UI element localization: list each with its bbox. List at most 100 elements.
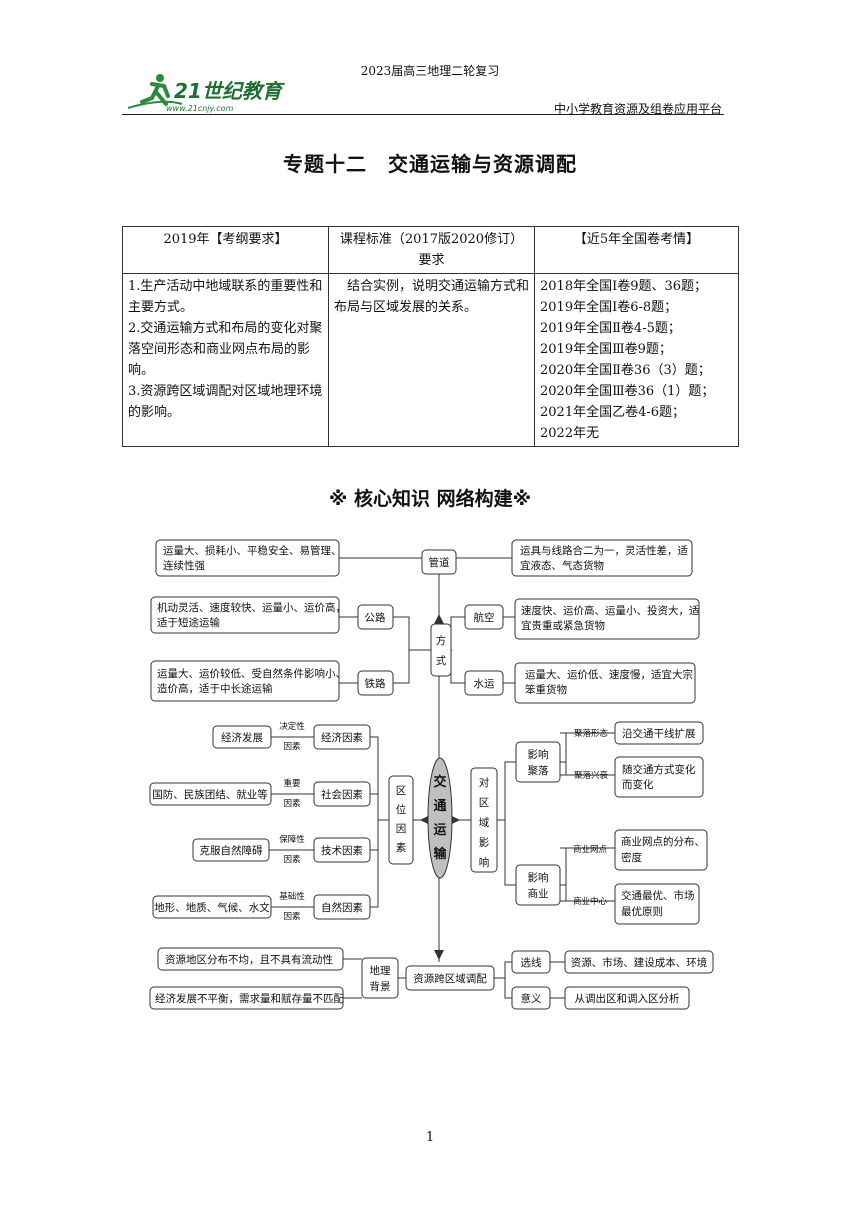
water-desc-line2: 笨重货物 <box>525 683 567 696</box>
route-desc-box <box>564 950 714 974</box>
background-2-box <box>149 986 344 1010</box>
header-title: 2023届高三地理二轮复习 <box>360 64 500 78</box>
logo-text: 21世纪教育 <box>174 79 285 103</box>
center-node <box>427 757 453 879</box>
commerce-network-box <box>614 829 708 871</box>
tech-relation: 保障性 <box>279 834 305 845</box>
commerce-network-desc: 商业网点的分布、 <box>621 835 705 848</box>
list-item: 2019年全国Ⅲ卷9题； <box>540 342 672 357</box>
location-char: 区 <box>396 785 407 797</box>
settlement-rise-label: 聚落兴衰 <box>574 770 609 781</box>
settlement-label: 聚落 <box>528 765 549 777</box>
list-item: 2018年全国Ⅰ卷9题、36题； <box>540 279 708 294</box>
rail-desc-line1: 运量大、运价较低、受自然条件影响小、 <box>157 667 346 680</box>
road-label: 公路 <box>365 611 386 624</box>
section-title: ※ 核心知识 网络构建※ <box>328 488 532 510</box>
road-desc-line1: 机动灵活、速度较快、运量小、运价高， <box>157 601 346 614</box>
econ-relation: 决定性 <box>279 721 305 732</box>
list-item: 结合实例，说明交通运输方式和布局与区域发展的关系。 <box>334 279 530 315</box>
list-item: 2020年全国Ⅱ卷36（3）题； <box>540 363 711 378</box>
commerce-center-desc: 最优原则 <box>621 905 663 918</box>
list-item: 3.资源跨区域调配对区域地理环境的影响。 <box>128 384 323 420</box>
econ-source-box <box>212 725 272 749</box>
econ-relation: 因素 <box>283 741 301 752</box>
meaning-label: 意义 <box>521 992 542 1005</box>
nat-factor-node <box>313 894 371 920</box>
commerce-node <box>515 864 561 906</box>
rail-label: 铁路 <box>365 677 386 690</box>
pipe-advantage-line2: 连续性强 <box>163 559 205 572</box>
pipe-feature-line2: 宜液态、气态货物 <box>520 559 604 572</box>
air-desc-line1: 速度快、运价高、运量小、投资大，适 <box>521 604 700 617</box>
tech-factor-node <box>313 837 371 863</box>
runner-icon <box>127 74 183 109</box>
rail-node <box>357 670 394 696</box>
pipe-advantage-line1: 运量大、损耗小、平稳安全、易管理、 <box>163 544 342 557</box>
header-platform: 中小学教育资源及组卷应用平台 <box>553 102 722 116</box>
settlement-form-label: 聚落形态 <box>574 728 609 739</box>
econ-factor-node <box>313 724 371 750</box>
location-node <box>388 775 414 865</box>
mode-node <box>430 623 452 677</box>
impact-node <box>470 767 498 873</box>
settlement-form-desc: 沿交通干线扩展 <box>622 727 696 740</box>
commerce-center-desc: 交通最优、市场 <box>621 889 695 902</box>
meaning-desc: 从调出区和调入区分析 <box>575 992 680 1005</box>
air-label: 航空 <box>474 611 495 624</box>
logo-url: www.21cnjy.com <box>166 104 233 113</box>
page-title: 专题十二 交通运输与资源调配 <box>283 152 577 176</box>
logo: 21世纪教育 www.21cnjy.com <box>127 74 285 113</box>
air-node <box>464 604 504 630</box>
water-node <box>464 670 504 696</box>
location-char: 素 <box>396 841 407 854</box>
allocation-node <box>405 965 495 991</box>
list-item: 1.生产活动中地域联系的重要性和主要方式。 <box>128 279 323 315</box>
page-number: 1 <box>425 1130 435 1145</box>
meaning-node <box>511 986 551 1010</box>
mode-char: 方 <box>436 634 447 647</box>
settlement-form-box <box>614 721 704 745</box>
pipe-node <box>421 549 457 575</box>
pipe-feature-box <box>511 539 693 577</box>
meaning-desc-box <box>564 986 690 1010</box>
location-char: 位 <box>396 803 407 816</box>
background-label: 地理 <box>370 964 391 977</box>
soc-relation: 重要 <box>283 778 301 789</box>
pipe-label: 管道 <box>429 556 450 569</box>
soc-factor-node <box>313 781 371 807</box>
settlement-rise-box <box>614 756 704 798</box>
nat-relation: 因素 <box>283 911 301 922</box>
tech-source-box <box>192 838 270 862</box>
route-node <box>511 950 551 974</box>
background-node <box>361 957 399 999</box>
impact-char: 域 <box>479 816 490 829</box>
pipe-advantage-box <box>155 539 340 577</box>
commerce-center-box <box>614 883 700 925</box>
tech-relation: 因素 <box>283 854 301 865</box>
list-item: 2021年全国乙卷4-6题； <box>540 405 686 420</box>
commerce-network-label: 商业网点 <box>573 844 608 855</box>
center-char: 输 <box>433 846 447 862</box>
rail-desc-line2: 造价高，适于中长途运输 <box>157 682 273 695</box>
location-char: 因 <box>396 823 407 835</box>
list-item: 2020年全国Ⅲ卷36（1）题； <box>540 384 715 399</box>
mindmap-arrows <box>420 614 460 960</box>
water-desc-box <box>514 662 696 704</box>
background-1: 资源地区分布不均，且不具有流动性 <box>165 953 333 966</box>
center-char: 交 <box>433 774 446 790</box>
nat-source-box <box>152 895 272 919</box>
soc-source: 国防、民族团结、就业等 <box>152 788 268 801</box>
road-desc-line2: 适于短途运输 <box>157 616 220 629</box>
tech-factor: 技术因素 <box>321 844 363 857</box>
center-char: 通 <box>433 798 446 814</box>
table-cell-exams: 2018年全国Ⅰ卷9题、36题； 2019年全国Ⅰ卷6-8题； 2019年全国Ⅱ… <box>534 273 739 447</box>
table-header-cell: 课程标准（2017版2020修订）要求 <box>328 226 535 274</box>
nat-source: 地形、地质、气候、水文 <box>154 901 270 914</box>
soc-relation: 因素 <box>283 798 301 809</box>
nat-relation: 基础性 <box>279 891 305 902</box>
econ-source: 经济发展 <box>221 731 263 744</box>
background-label: 背景 <box>370 980 391 993</box>
list-item: 2022年无 <box>540 426 600 441</box>
requirements-table: 2019年【考纲要求】 课程标准（2017版2020修订）要求 【近5年全国卷考… <box>122 226 739 447</box>
table-cell-outline: 1.生产活动中地域联系的重要性和主要方式。 2.交通运输方式和布局的变化对聚落空… <box>122 273 329 447</box>
